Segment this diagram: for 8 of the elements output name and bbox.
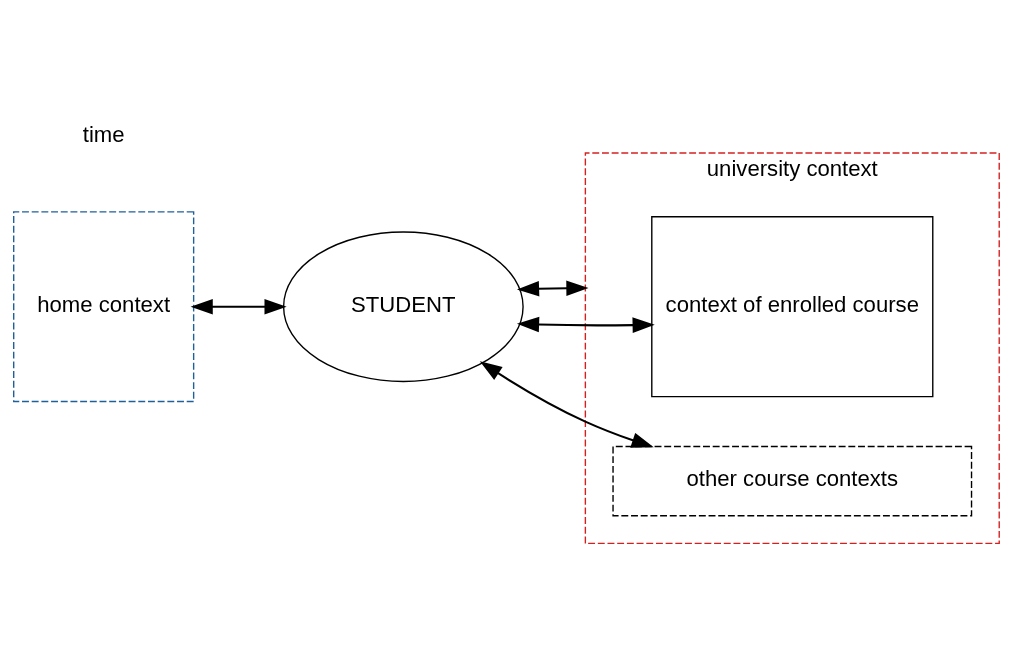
arrow (516, 316, 655, 333)
label: time (82, 121, 125, 147)
node-box: other course contexts (612, 445, 973, 517)
node-box: context of enrolled course (651, 216, 934, 398)
arrow (516, 280, 589, 297)
arrow (190, 298, 287, 315)
arrow (479, 361, 654, 448)
node-box: home context (13, 211, 195, 403)
